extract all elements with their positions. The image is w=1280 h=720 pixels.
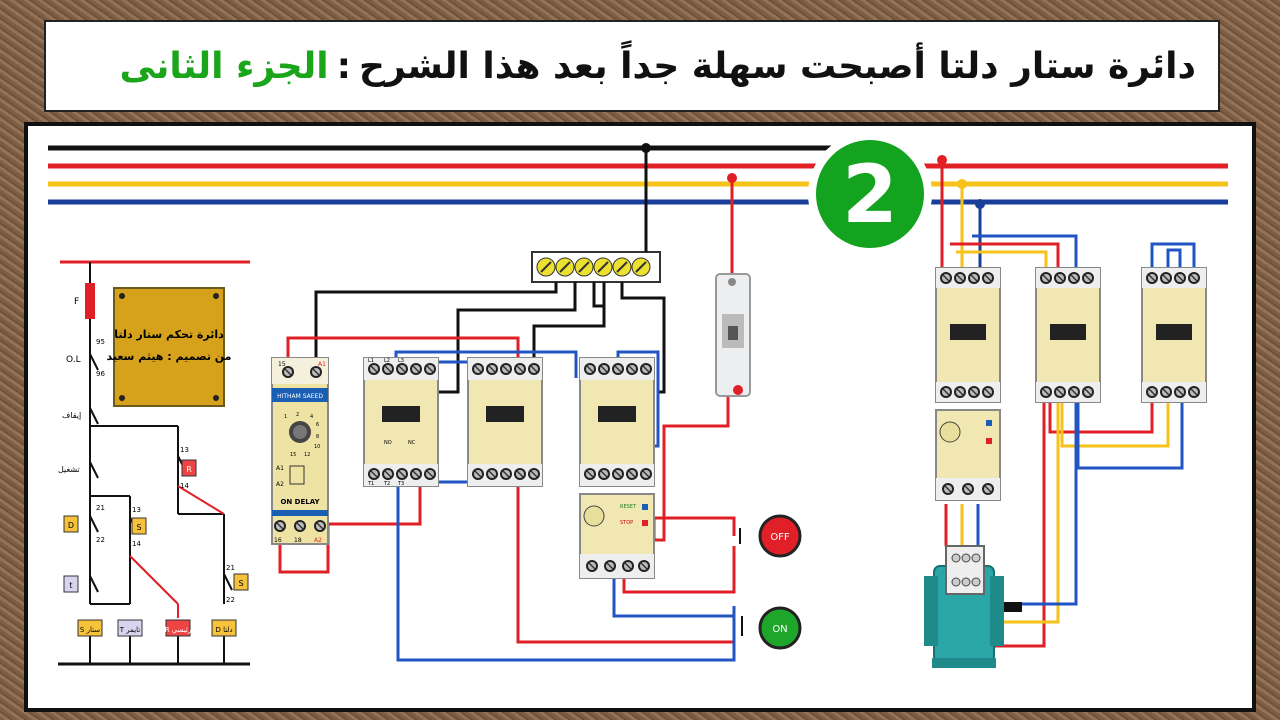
timer-terminal-a1: A1 [318, 361, 326, 368]
overload-relay-control: RESET STOP [579, 493, 655, 579]
svg-text:t: t [69, 581, 72, 590]
aux-box-t: t [63, 575, 79, 593]
contact-21-a: 21 [96, 504, 105, 512]
timer-brand: HITHAM SAEED [277, 393, 323, 400]
svg-text:S: S [136, 523, 141, 532]
svg-text:16: 16 [274, 537, 282, 544]
wiring-board: 2 F O.L 95 96 إيقاف تشغيل 13 14 21 22 13… [24, 122, 1256, 712]
power-overload-relay [935, 409, 1001, 501]
coil-delta: D دلتا [211, 619, 237, 637]
on-button[interactable]: ON [758, 606, 802, 650]
contactor-delta [467, 357, 543, 487]
svg-text:6: 6 [316, 422, 319, 428]
badge-number: 2 [842, 148, 898, 241]
off-button-label: OFF [770, 532, 790, 543]
contact-21-b: 21 [226, 564, 235, 572]
title-banner: دائرة ستار دلتا أصبحت سهلة جداً بعد هذا … [44, 20, 1220, 112]
svg-text:T1: T1 [367, 481, 374, 487]
svg-text:T تايمر: T تايمر [119, 626, 141, 634]
contactor-main: L1 L2 L3 NO NC T1 T2 T3 [363, 357, 439, 487]
svg-text:D دلتا: D دلتا [215, 626, 232, 634]
title-part-text: الجزء الثانى [119, 45, 329, 87]
svg-text:RESET: RESET [620, 504, 637, 510]
circuit-breaker [715, 273, 751, 397]
coil-timer: T تايمر [117, 619, 143, 637]
contact-22-a: 22 [96, 536, 105, 544]
aux-box-r: R [181, 459, 197, 477]
svg-text:2: 2 [296, 412, 299, 418]
svg-text:18: 18 [294, 537, 302, 544]
svg-text:STOP: STOP [620, 520, 633, 526]
fuse-label: F [74, 297, 79, 307]
svg-text:15: 15 [290, 452, 296, 458]
timer-mode: ON DELAY [280, 498, 320, 506]
title-colon: : [336, 45, 351, 87]
contact-13-b: 13 [132, 506, 141, 514]
ol-terminal-95: 95 [96, 338, 105, 346]
svg-text:10: 10 [314, 444, 320, 450]
timer-terminal-15: 15 [278, 361, 286, 368]
svg-text:4: 4 [310, 414, 313, 420]
svg-text:L2: L2 [384, 358, 390, 364]
control-schematic [58, 260, 250, 666]
motor [924, 545, 1022, 668]
aux-box-s1: S [131, 517, 147, 535]
svg-text:R رئيسي: R رئيسي [165, 626, 192, 634]
svg-text:NC: NC [408, 440, 416, 446]
svg-text:L1: L1 [368, 358, 374, 364]
svg-text:1: 1 [284, 414, 287, 420]
coil-star: S ستار [77, 619, 103, 637]
power-contactor-delta [1035, 267, 1101, 403]
contact-22-b: 22 [226, 596, 235, 604]
svg-text:T2: T2 [383, 481, 390, 487]
svg-text:L3: L3 [398, 358, 404, 364]
designer-plate: دائرة تحكم ستار دلتا من تصميم : هيثم سعي… [107, 287, 232, 407]
svg-text:A1: A1 [276, 465, 284, 472]
part-number-badge: 2 [808, 132, 932, 256]
wiring-diagram: 2 F O.L 95 96 إيقاف تشغيل 13 14 21 22 13… [48, 132, 1228, 668]
svg-text:NO: NO [384, 440, 392, 446]
svg-text:S: S [238, 579, 243, 588]
aux-box-s2: S [233, 573, 249, 591]
svg-text:8: 8 [316, 434, 319, 440]
ol-terminal-96: 96 [96, 370, 105, 378]
plate-line-2: من تصميم : هيثم سعيد [107, 350, 232, 363]
power-contactor-main [935, 267, 1001, 403]
contact-13-a: 13 [180, 446, 189, 454]
svg-text:R: R [186, 465, 192, 474]
overload-label: O.L [66, 355, 81, 365]
contact-14-b: 14 [132, 540, 141, 548]
off-button[interactable]: OFF [758, 514, 802, 558]
power-contactor-star [1141, 267, 1207, 403]
aux-box-d: D [63, 515, 79, 533]
terminal-block [531, 251, 661, 283]
on-button-label: ON [772, 624, 787, 635]
contact-14-a: 14 [180, 482, 189, 490]
contactor-star [579, 357, 655, 487]
coil-main: R رئيسي [165, 619, 192, 637]
svg-text:A2: A2 [276, 481, 284, 488]
svg-text:S ستار: S ستار [80, 626, 100, 634]
svg-text:A2: A2 [314, 537, 322, 544]
start-button-label: تشغيل [58, 465, 80, 474]
on-delay-timer: 15 A1 HITHAM SAEED 1 2 4 6 8 10 12 15 A1… [271, 357, 329, 545]
svg-text:12: 12 [304, 452, 310, 458]
title-main-text: دائرة ستار دلتا أصبحت سهلة جداً بعد هذا … [359, 45, 1196, 87]
svg-text:D: D [68, 521, 74, 530]
svg-text:T3: T3 [397, 481, 404, 487]
plate-line-1: دائرة تحكم ستار دلتا [114, 328, 224, 341]
stop-button-label: إيقاف [62, 411, 81, 421]
